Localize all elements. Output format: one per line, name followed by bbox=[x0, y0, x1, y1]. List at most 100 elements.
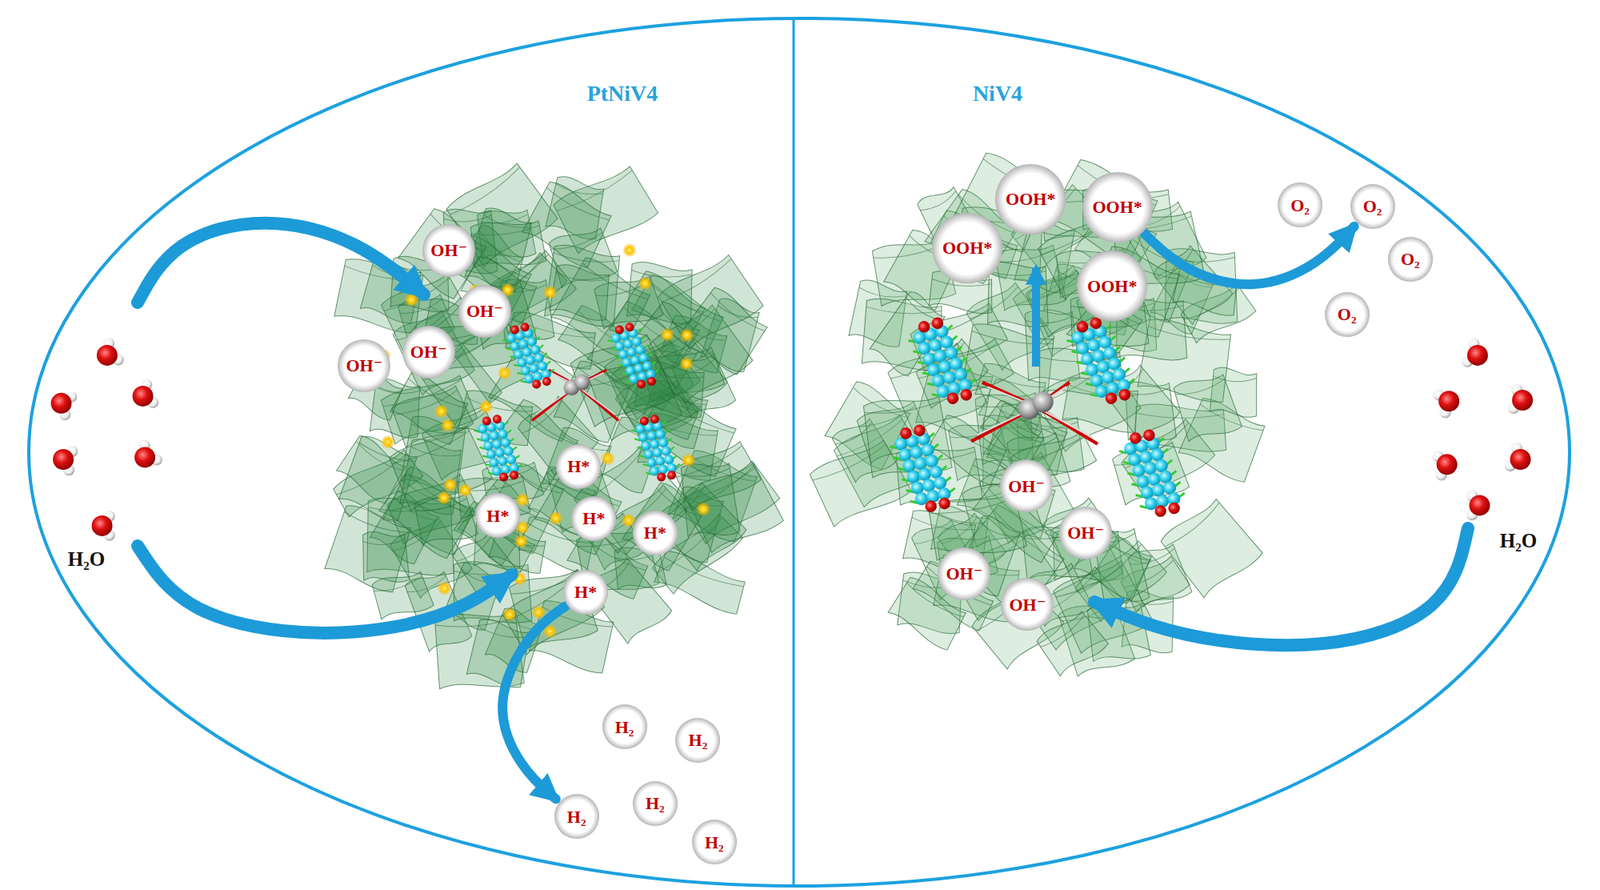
species-formula: OH⁻ bbox=[1008, 476, 1045, 496]
species-formula: OH⁻ bbox=[945, 564, 983, 583]
bubble-outline bbox=[675, 717, 720, 763]
bubble-outline bbox=[1000, 459, 1053, 512]
oxygen-atom bbox=[1436, 453, 1458, 475]
species-formula: H₂ bbox=[567, 807, 587, 826]
bubble-outline bbox=[932, 212, 1003, 284]
species-formula: O₂ bbox=[1400, 249, 1420, 268]
oxygen-atom bbox=[1512, 389, 1533, 411]
pt-particle bbox=[637, 276, 652, 291]
bubble-outline bbox=[1000, 577, 1054, 631]
pt-particle bbox=[679, 328, 694, 343]
pt-particle bbox=[621, 512, 636, 528]
oxygen-atom bbox=[666, 469, 677, 480]
species-formula: H₂ bbox=[615, 717, 635, 736]
species-bubble: OH⁻ bbox=[402, 325, 456, 379]
bubble-outline bbox=[632, 510, 678, 556]
oxygen-atom bbox=[636, 378, 647, 389]
bubble-outline bbox=[937, 547, 991, 600]
linker-stack bbox=[604, 318, 663, 394]
oxygen-atom bbox=[1142, 428, 1156, 442]
oxygen-atom bbox=[924, 499, 938, 513]
species-bubble: H* bbox=[556, 444, 601, 489]
oxygen-atom bbox=[51, 392, 72, 414]
oxygen-atom bbox=[930, 316, 945, 331]
nanosheet bbox=[988, 261, 1051, 328]
species-formula: O₂ bbox=[1337, 304, 1357, 324]
species-bubble: H* bbox=[563, 569, 608, 615]
species-label: H₂O bbox=[1500, 529, 1537, 552]
species-bubble: OH⁻ bbox=[337, 339, 391, 392]
oxygen-atom bbox=[134, 446, 156, 468]
linker-stack bbox=[629, 412, 683, 485]
nanosheet bbox=[569, 330, 676, 429]
flow-arrow bbox=[137, 545, 512, 633]
flow-arrow bbox=[1094, 528, 1468, 645]
species-bubble: H* bbox=[571, 496, 616, 541]
species-bubble: OH⁻ bbox=[1000, 577, 1054, 631]
pt-particle bbox=[680, 452, 696, 468]
species-bubble: O₂ bbox=[1350, 184, 1396, 229]
bubble-outline bbox=[563, 569, 608, 615]
nanosheet bbox=[549, 263, 614, 322]
species-formula: H₂ bbox=[704, 832, 724, 852]
bubble-outline bbox=[1324, 292, 1370, 337]
oxygen-atom bbox=[1438, 390, 1460, 412]
bubble-outline bbox=[1082, 172, 1153, 243]
species-formula: O₂ bbox=[1363, 196, 1383, 216]
linker-stack bbox=[472, 412, 525, 485]
oxygen-atom bbox=[1075, 319, 1090, 334]
pt-particle bbox=[443, 477, 458, 492]
species-bubble: OOH* bbox=[995, 164, 1066, 235]
nanosheet-face bbox=[926, 412, 1012, 487]
species-bubble: OH⁻ bbox=[937, 547, 991, 600]
bubble-outline bbox=[337, 339, 391, 392]
nanosheet bbox=[679, 284, 772, 376]
linker-stack bbox=[1116, 424, 1188, 523]
pt-particle bbox=[502, 607, 517, 622]
species-bubble: OOH* bbox=[1082, 172, 1153, 243]
species-formula: O₂ bbox=[1290, 196, 1310, 215]
species-formula: H₂ bbox=[645, 793, 665, 812]
pt-particle bbox=[497, 365, 512, 380]
water-molecule bbox=[1432, 450, 1458, 480]
pt-particle bbox=[513, 533, 528, 548]
species-bubble: H₂ bbox=[632, 780, 678, 826]
bond bbox=[1036, 406, 1098, 444]
species-formula: OH⁻ bbox=[1067, 523, 1104, 542]
pt-particle bbox=[622, 243, 637, 258]
pt-particle bbox=[548, 510, 564, 525]
bubble-outline bbox=[1076, 250, 1148, 321]
nanosheet bbox=[1159, 494, 1264, 600]
panel-divider bbox=[792, 18, 796, 886]
nanosheet-fold bbox=[681, 468, 731, 479]
species-bubble: OOH* bbox=[932, 212, 1003, 284]
bubble-outline bbox=[422, 224, 476, 277]
molecular-structure bbox=[472, 318, 683, 485]
oxygen-atom bbox=[656, 472, 667, 483]
species-formula: OOH* bbox=[942, 238, 992, 257]
pt-particle bbox=[679, 356, 694, 371]
bubble-outline bbox=[995, 164, 1066, 235]
oxygen-atom bbox=[92, 515, 113, 536]
oxygen-atom bbox=[1167, 500, 1181, 515]
nanosheet-fold bbox=[555, 270, 608, 284]
pt-particle bbox=[478, 399, 493, 414]
nanosheet-face bbox=[549, 263, 614, 322]
pt-particle bbox=[457, 482, 472, 497]
nanosheet-face bbox=[388, 421, 493, 513]
nanosheet-fold bbox=[373, 576, 424, 595]
nanosheet-face bbox=[988, 261, 1051, 328]
bubble-outline bbox=[632, 780, 678, 826]
flow-arrow bbox=[137, 223, 424, 303]
nickel-atom bbox=[1032, 391, 1054, 412]
oxygen-atom bbox=[624, 321, 635, 332]
oxygen-atom bbox=[52, 448, 74, 470]
species-formula: H* bbox=[486, 506, 509, 525]
species-formula: H* bbox=[567, 456, 590, 476]
species-bubble: OH⁻ bbox=[1059, 506, 1112, 560]
species-bubble: H₂ bbox=[675, 717, 720, 763]
oxygen-atom bbox=[1117, 387, 1132, 402]
nanosheet bbox=[926, 412, 1012, 487]
